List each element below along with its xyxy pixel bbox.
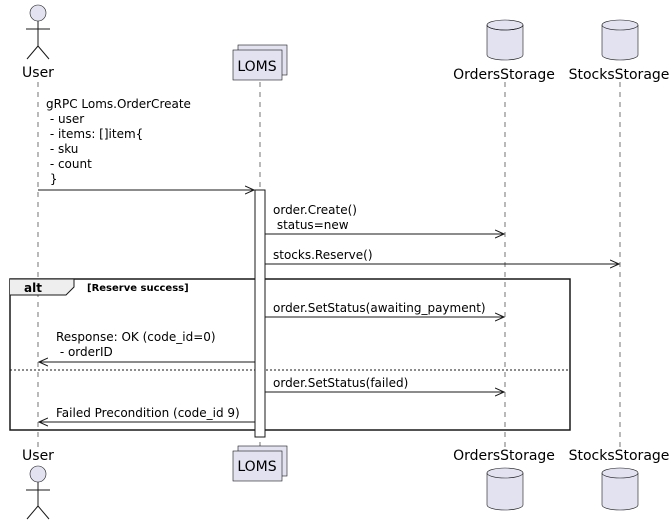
message-order-create-storage-label-line: order.Create() xyxy=(273,203,357,217)
participant-orders-storage-label-bottom: OrdersStorage xyxy=(453,448,555,464)
message-set-status-awaiting-label-line: order.SetStatus(awaiting_payment) xyxy=(273,301,486,315)
message-order-create-label-line: - items: []item{ xyxy=(46,127,143,141)
message-order-create-label-line: gRPC Loms.OrderCreate xyxy=(46,97,191,111)
message-order-create-label-line: - count xyxy=(46,157,92,171)
database-stocks-storage-top: StocksStorage xyxy=(569,19,670,83)
message-order-create-label: gRPC Loms.OrderCreate - user - items: []… xyxy=(46,97,191,186)
message-set-status-failed-label: order.SetStatus(failed) xyxy=(273,376,408,390)
message-response-ok-label-line: Response: OK (code_id=0) xyxy=(56,330,216,344)
participant-loms-label-bottom: LOMS xyxy=(237,459,276,475)
participant-stocks-storage-label: StocksStorage xyxy=(569,67,670,83)
message-set-status-awaiting-label: order.SetStatus(awaiting_payment) xyxy=(273,301,486,315)
alt-keyword: alt xyxy=(24,281,42,295)
message-stocks-reserve-label-line: stocks.Reserve() xyxy=(273,248,373,262)
participant-stocks-storage-label-bottom: StocksStorage xyxy=(569,448,670,464)
database-stocks-storage-bottom: StocksStorage xyxy=(569,448,670,511)
message-order-create-label-line: - sku xyxy=(46,142,78,156)
message-set-status-failed-label-line: order.SetStatus(failed) xyxy=(273,376,408,390)
database-orders-storage-top: OrdersStorage xyxy=(453,19,555,83)
message-order-create-label-line: - user xyxy=(46,112,84,126)
message-response-ok-label-line: - orderID xyxy=(56,345,113,359)
message-failed-precondition-label: Failed Precondition (code_id 9) xyxy=(56,406,240,420)
participant-orders-storage-label: OrdersStorage xyxy=(453,67,555,83)
participant-user-label: User xyxy=(22,65,54,81)
actor-user-bottom: User xyxy=(22,448,54,520)
message-order-create-label-line: } xyxy=(46,172,57,186)
participant-loms-top: LOMS xyxy=(232,44,288,81)
message-order-create-storage-label: order.Create() status=new xyxy=(273,203,357,232)
participant-loms-bottom: LOMS xyxy=(232,445,288,482)
database-orders-storage-bottom: OrdersStorage xyxy=(453,448,555,511)
message-order-create-storage-label-line: status=new xyxy=(273,218,349,232)
message-failed-precondition-label-line: Failed Precondition (code_id 9) xyxy=(56,406,240,420)
alt-frame: alt [Reserve success] xyxy=(9,278,571,431)
message-response-ok-label: Response: OK (code_id=0) - orderID xyxy=(56,330,216,359)
message-stocks-reserve-label: stocks.Reserve() xyxy=(273,248,373,262)
participant-loms-label: LOMS xyxy=(237,59,276,75)
loms-activation xyxy=(254,189,266,438)
alt-guard: [Reserve success] xyxy=(87,283,189,294)
actor-user-top: User xyxy=(22,4,54,81)
participant-user-label-bottom: User xyxy=(22,448,54,464)
